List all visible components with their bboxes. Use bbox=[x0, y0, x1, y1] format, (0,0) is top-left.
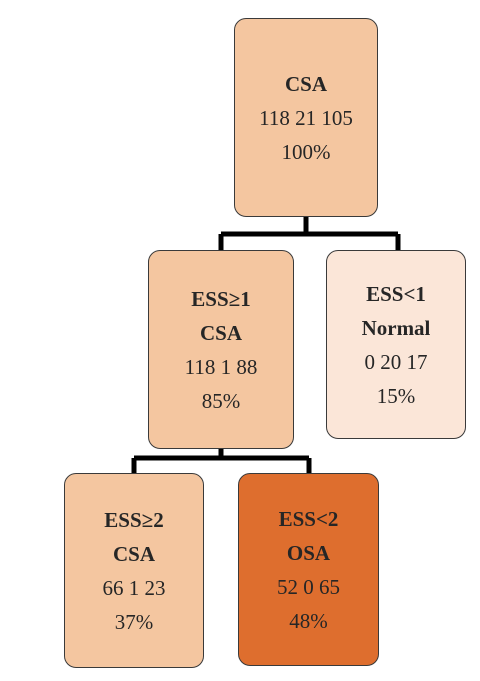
node-counts: 52 0 65 bbox=[277, 574, 340, 599]
node-percent: 100% bbox=[281, 139, 331, 164]
tree-node-ess-ge-1: ESS≥1 CSA 118 1 88 85% bbox=[148, 250, 294, 449]
node-percent: 37% bbox=[114, 609, 154, 634]
node-split-condition: ESS<2 bbox=[278, 506, 339, 531]
node-split-condition: ESS≥1 bbox=[191, 286, 251, 311]
node-percent: 15% bbox=[376, 383, 416, 408]
node-class-label: CSA bbox=[284, 71, 327, 96]
tree-node-ess-ge-2: ESS≥2 CSA 66 1 23 37% bbox=[64, 473, 204, 668]
node-split-condition: ESS<1 bbox=[366, 281, 426, 306]
node-percent: 85% bbox=[201, 388, 241, 413]
tree-node-ess-lt-2: ESS<2 OSA 52 0 65 48% bbox=[238, 473, 379, 666]
node-class-label: Normal bbox=[361, 315, 431, 340]
tree-node-root: CSA 118 21 105 100% bbox=[234, 18, 378, 217]
node-class-label: CSA bbox=[112, 541, 155, 566]
node-class-label: CSA bbox=[199, 320, 242, 345]
node-percent: 48% bbox=[289, 608, 328, 633]
node-counts: 0 20 17 bbox=[364, 349, 428, 374]
node-counts: 118 21 105 bbox=[259, 105, 353, 130]
node-counts: 66 1 23 bbox=[102, 575, 166, 600]
node-class-label: OSA bbox=[286, 540, 331, 565]
node-split-condition: ESS≥2 bbox=[104, 507, 164, 532]
tree-node-ess-lt-1: ESS<1 Normal 0 20 17 15% bbox=[326, 250, 466, 439]
node-counts: 118 1 88 bbox=[184, 354, 258, 379]
